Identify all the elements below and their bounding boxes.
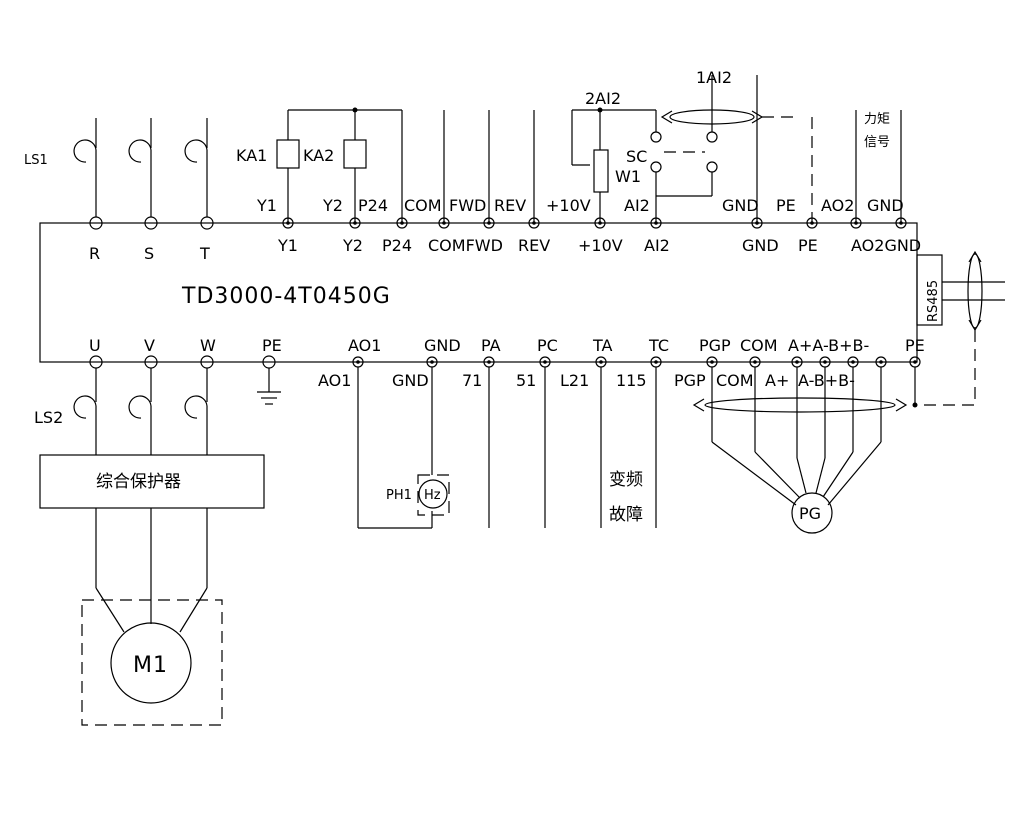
inner-label-ao2gnd: AO2GND: [851, 236, 921, 255]
top-label-y1: Y1: [256, 196, 277, 215]
torque-label-1: 力矩: [864, 112, 890, 127]
bottom-label-tc: TC: [648, 336, 669, 355]
top-label-com: COM: [404, 196, 442, 215]
motor-m1: [110, 622, 192, 704]
encoder-wires: [711, 367, 916, 506]
inner-label-abminus: A-B+B-: [798, 371, 855, 390]
potentiometer-label: W1: [615, 167, 641, 186]
inner-label-comfwd: COMFWD: [428, 236, 503, 255]
bottom-label-ao1: AO1: [348, 336, 381, 355]
ls1-label: LS1: [24, 153, 48, 168]
meter-unit: Hz: [424, 488, 441, 503]
top-label-gnd2: GND: [867, 196, 904, 215]
bottom-label-com: COM: [740, 336, 778, 355]
terminal-w: W: [200, 336, 216, 355]
top-label-gnd: GND: [722, 196, 759, 215]
inner-label-pe: PE: [798, 236, 818, 255]
terminal-t: T: [199, 244, 210, 263]
potentiometer-circuit: [571, 75, 718, 223]
ls2-label: LS2: [34, 408, 63, 427]
relay-coils: [276, 107, 403, 223]
meter-label: PH1: [386, 488, 412, 503]
inner-label-gnd: GND: [742, 236, 779, 255]
terminal-v: V: [144, 336, 155, 355]
bottom-label-pa: PA: [481, 336, 501, 355]
bottom-label-pgp: PGP: [699, 336, 731, 355]
inner-label-y2: Y2: [342, 236, 363, 255]
top-label-fwd: FWD: [449, 196, 486, 215]
rs485-port: [916, 254, 943, 326]
top-label-pe: PE: [776, 196, 796, 215]
shielded-cable-top: [660, 109, 813, 223]
inner-label-71: 71: [462, 371, 482, 390]
fault-label-2: 故障: [609, 505, 643, 525]
terminal-s: S: [144, 244, 154, 263]
inner-label-10v: +10V: [578, 236, 623, 255]
inner-label-gnd-b: GND: [392, 371, 429, 390]
ls1-breakers: [73, 118, 214, 230]
meter-circuit: [357, 367, 450, 529]
encoder-pg: [791, 492, 833, 534]
inner-label-115: 115: [616, 371, 647, 390]
terminal-r: R: [89, 244, 100, 263]
inner-label-51: 51: [516, 371, 536, 390]
motor-wires: [95, 508, 208, 633]
protector-label: 综合保护器: [96, 472, 181, 492]
ls2-breakers: [73, 355, 214, 455]
label-1ai2: 1AI2: [696, 68, 732, 87]
inverter-model: TD3000-4T0450G: [181, 284, 391, 309]
relay-ka2-label: KA2: [303, 146, 334, 165]
top-label-y2: Y2: [322, 196, 343, 215]
relay-ka1-label: KA1: [236, 146, 267, 165]
torque-label-2: 信号: [864, 135, 890, 150]
top-label-rev: REV: [494, 196, 526, 215]
bottom-label-ab: A+A-B+B-: [788, 336, 869, 355]
inner-label-ao1: AO1: [318, 371, 351, 390]
top-terminal-dots: [282, 217, 907, 229]
switch-label: SC: [626, 147, 647, 166]
top-label-10v: +10V: [546, 196, 591, 215]
bottom-label-gnd: GND: [424, 336, 461, 355]
inner-label-aplus: A+: [765, 371, 789, 390]
inner-label-rev: REV: [518, 236, 550, 255]
label-2ai2: 2AI2: [585, 89, 621, 108]
bottom-label-pe: PE: [905, 336, 925, 355]
rs485-cable: [920, 250, 1005, 406]
output-relay-wires: [488, 367, 657, 528]
ground-symbol: [257, 355, 281, 405]
top-label-ao2: AO2: [821, 196, 854, 215]
top-label-p24: P24: [358, 196, 388, 215]
bottom-label-ta: TA: [592, 336, 613, 355]
inner-label-pgp: PGP: [674, 371, 706, 390]
inner-label-y1: Y1: [277, 236, 298, 255]
motor-label: M1: [133, 653, 168, 678]
inner-label-l21: L21: [560, 371, 589, 390]
inner-label-ai2: AI2: [644, 236, 670, 255]
control-wires-top: [443, 75, 902, 223]
shielded-cable-bottom: [692, 397, 918, 413]
protector-box: [39, 454, 265, 509]
top-label-ai2: AI2: [624, 196, 650, 215]
terminal-pe-out: PE: [262, 336, 282, 355]
bottom-label-pc: PC: [537, 336, 558, 355]
inner-label-p24: P24: [382, 236, 412, 255]
fault-label-1: 变频: [609, 470, 643, 490]
encoder-label: PG: [799, 504, 821, 523]
inner-label-com-b: COM: [716, 371, 754, 390]
rs485-label: RS485: [926, 280, 941, 322]
terminal-u: U: [89, 336, 101, 355]
motor-enclosure: [81, 599, 223, 726]
